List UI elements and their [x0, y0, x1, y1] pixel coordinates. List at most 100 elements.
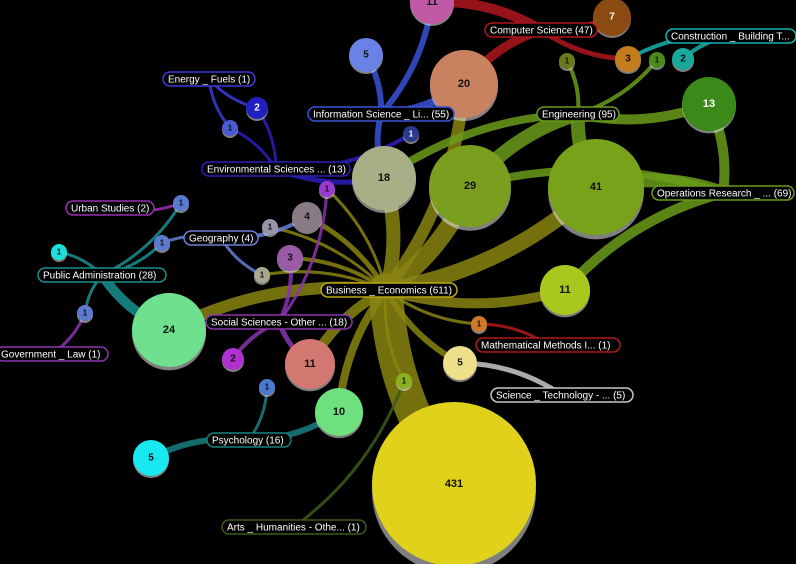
label-environmental-sciences[interactable]: Environmental Sciences ... (13): [201, 161, 351, 177]
node-value: 4: [304, 212, 310, 223]
node-n-18[interactable]: 18: [352, 146, 416, 213]
label-box: [201, 161, 351, 177]
label-text: Energy _ Fuels (1): [168, 75, 250, 86]
node-n-431[interactable]: 431: [372, 402, 536, 564]
label-science-technology[interactable]: Science _ Technology - ... (5): [490, 387, 634, 403]
node-n-11-mid[interactable]: 11: [285, 339, 335, 392]
label-business-economics[interactable]: Business _ Economics (611): [320, 282, 458, 298]
node-n-11-right[interactable]: 11: [540, 265, 590, 318]
label-energy-fuels[interactable]: Energy _ Fuels (1): [162, 71, 256, 87]
node-disc: [246, 97, 268, 119]
node-value: 10: [333, 406, 345, 418]
node-disc: [672, 48, 694, 70]
node-n-29[interactable]: 29: [429, 145, 511, 231]
node-n-1-energy[interactable]: 1: [222, 120, 238, 138]
label-urban-studies[interactable]: Urban Studies (2): [65, 200, 155, 216]
node-n-1-math[interactable]: 1: [471, 316, 487, 334]
node-n-41[interactable]: 41: [548, 139, 644, 240]
label-construction[interactable]: Construction _ Building T...: [665, 28, 796, 44]
label-psychology[interactable]: Psychology (16): [206, 432, 292, 448]
node-disc: [403, 126, 419, 142]
node-n-1-geo-a[interactable]: 1: [262, 219, 278, 237]
label-box: [221, 519, 367, 535]
label-information-science[interactable]: Information Science _ Li... (55): [307, 106, 455, 122]
node-n-1-env[interactable]: 1: [403, 126, 419, 144]
node-disc: [315, 388, 363, 436]
node-n-10[interactable]: 10: [315, 388, 363, 439]
node-disc: [349, 38, 383, 72]
label-social-sciences[interactable]: Social Sciences - Other ... (18): [205, 314, 353, 330]
node-n-11-top[interactable]: 11: [410, 0, 454, 26]
node-value: 1: [565, 57, 570, 66]
node-value: 1: [655, 56, 660, 65]
node-disc: [410, 0, 454, 24]
node-disc: [132, 293, 206, 367]
node-n-3[interactable]: 3: [615, 46, 641, 74]
node-n-1-psy[interactable]: 1: [259, 379, 275, 397]
node-n-1-pubadm[interactable]: 1: [51, 244, 67, 262]
node-n-1-eng2[interactable]: 1: [649, 52, 665, 70]
node-disc: [430, 50, 498, 118]
label-text: Social Sciences - Other ... (18): [211, 318, 347, 329]
label-text: Geography (4): [189, 234, 253, 245]
label-public-administration[interactable]: Public Administration (28): [37, 267, 167, 283]
label-text: Government _ Law (1): [1, 350, 101, 361]
label-text: Construction _ Building T...: [671, 32, 790, 43]
node-value: 1: [268, 223, 273, 232]
node-value: 1: [409, 130, 414, 139]
node-n-2-constr[interactable]: 2: [672, 48, 694, 72]
node-n-1-gov[interactable]: 1: [77, 305, 93, 323]
label-government-law[interactable]: Government _ Law (1): [0, 346, 109, 362]
node-n-1-urban[interactable]: 1: [173, 195, 189, 213]
edge-hub-n-1-arts: [383, 288, 406, 383]
node-n-4[interactable]: 4: [292, 202, 322, 234]
node-disc: [540, 265, 590, 315]
node-n-5-sci[interactable]: 5: [443, 346, 477, 382]
node-n-1-eng[interactable]: 1: [559, 53, 575, 71]
node-disc: [222, 348, 244, 370]
node-n-1-hub[interactable]: 1: [254, 267, 270, 285]
node-n-5-psy[interactable]: 5: [133, 440, 169, 478]
node-value: 2: [680, 54, 686, 65]
node-n-13[interactable]: 13: [682, 77, 736, 134]
label-box: [205, 314, 353, 330]
node-disc: [396, 373, 412, 389]
label-box: [206, 432, 292, 448]
edge-hub-n-1-purple: [325, 187, 388, 292]
label-text: Urban Studies (2): [71, 204, 149, 215]
node-value: 5: [148, 453, 154, 464]
label-computer-science[interactable]: Computer Science (47): [484, 22, 598, 38]
node-n-20[interactable]: 20: [430, 50, 498, 122]
node-n-7[interactable]: 7: [593, 0, 631, 38]
node-value: 29: [464, 180, 476, 192]
label-operations-research[interactable]: Operations Research _ ... (69): [651, 185, 795, 201]
label-text: Environmental Sciences ... (13): [207, 165, 346, 176]
node-disc: [548, 139, 644, 235]
node-value: 7: [609, 12, 615, 23]
node-value: 1: [265, 383, 270, 392]
node-value: 5: [457, 358, 463, 369]
label-text: Business _ Economics (611): [326, 286, 452, 297]
label-arts-humanities[interactable]: Arts _ Humanities - Othe... (1): [221, 519, 367, 535]
node-value: 20: [458, 78, 470, 90]
label-engineering[interactable]: Engineering (95): [536, 106, 620, 122]
node-disc: [593, 0, 631, 36]
node-n-2-energy[interactable]: 2: [246, 97, 268, 121]
label-geography[interactable]: Geography (4): [183, 230, 259, 246]
label-text: Mathematical Methods I... (1): [481, 341, 611, 352]
node-n-1-arts[interactable]: 1: [396, 373, 412, 391]
node-disc: [649, 52, 665, 68]
node-value: 18: [378, 172, 390, 184]
label-box: [37, 267, 167, 283]
node-n-24[interactable]: 24: [132, 293, 206, 371]
node-n-1-geo-b[interactable]: 1: [154, 235, 170, 253]
node-n-2-social[interactable]: 2: [222, 348, 244, 372]
label-mathematical-methods[interactable]: Mathematical Methods I... (1): [475, 337, 621, 353]
node-n-5-info[interactable]: 5: [349, 38, 383, 74]
node-n-3-social[interactable]: 3: [277, 245, 303, 273]
node-value: 2: [230, 354, 236, 365]
node-value: 41: [590, 181, 602, 193]
label-box: [0, 346, 109, 362]
node-n-1-purple[interactable]: 1: [319, 181, 335, 199]
